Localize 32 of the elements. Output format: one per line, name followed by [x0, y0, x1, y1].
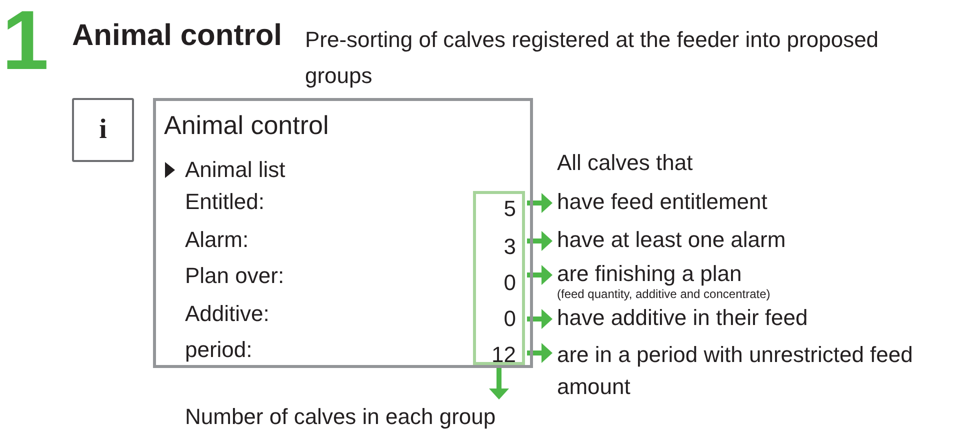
- description-text: Pre-sorting of calves registered at the feeder into proposed groups: [305, 26, 880, 90]
- value: 0: [504, 270, 516, 296]
- arrow: [527, 193, 552, 213]
- field-label: Entitled:: [185, 189, 264, 215]
- field-label: Additive:: [185, 301, 270, 327]
- value-column: [473, 191, 525, 365]
- arrow: [489, 366, 509, 400]
- info-button: i: [72, 98, 134, 162]
- field-label: Plan over:: [185, 263, 284, 289]
- value: 5: [504, 196, 516, 222]
- field-label: Alarm:: [185, 227, 249, 253]
- description-text: are finishing a plan: [557, 261, 742, 287]
- screen-title: Animal control: [164, 109, 329, 141]
- description-text: have additive in their feed: [557, 305, 808, 331]
- arrow: [527, 231, 552, 251]
- caption-text: Number of calves in each group: [185, 404, 496, 430]
- menu-item: Animal list: [185, 157, 286, 183]
- intro-text: All calves that: [557, 150, 693, 176]
- description-text: have at least one alarm: [557, 227, 786, 253]
- note-text: (feed quantity, additive and concentrate): [557, 287, 770, 301]
- field-label: period:: [185, 337, 252, 363]
- description-text: have feed entitlement: [557, 189, 768, 215]
- arrow: [527, 309, 552, 329]
- value: 3: [504, 234, 516, 260]
- arrow: [527, 343, 552, 363]
- heading: Animal control: [72, 18, 282, 54]
- arrow: [527, 265, 552, 285]
- description-text: are in a period with unrestricted feed amount: [557, 339, 947, 403]
- value: 12: [492, 342, 516, 368]
- step-number: 1: [2, 0, 49, 88]
- value: 0: [504, 306, 516, 332]
- display-screen: [153, 98, 533, 368]
